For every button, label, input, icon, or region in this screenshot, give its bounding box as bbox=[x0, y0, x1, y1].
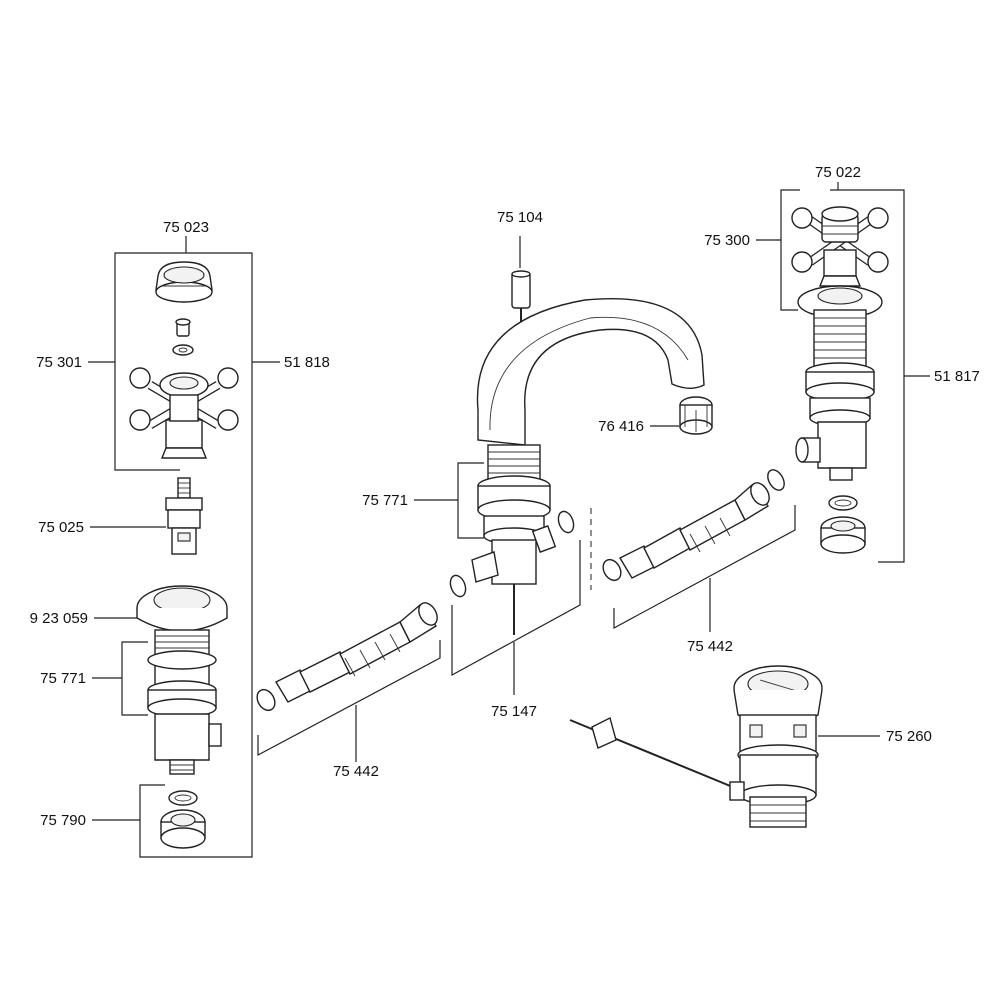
label-75147: 75 147 bbox=[491, 703, 537, 720]
bracket-75790 bbox=[139, 784, 175, 858]
label-51817: 51 817 bbox=[934, 368, 980, 385]
spout-tee-body bbox=[491, 539, 537, 585]
label-75771-center: 75 771 bbox=[362, 492, 408, 509]
label-51818: 51 818 bbox=[284, 354, 330, 371]
cross-handle-75300 bbox=[791, 206, 889, 287]
flange-923059 bbox=[94, 585, 228, 632]
label-76416: 76 416 bbox=[598, 418, 644, 435]
left-hose-75442 bbox=[256, 602, 441, 762]
cartridge-75025 bbox=[90, 477, 203, 555]
label-75023: 75 023 bbox=[163, 219, 209, 236]
label-75442-right: 75 442 bbox=[687, 638, 733, 655]
bracket-75442-left bbox=[257, 640, 441, 756]
bracket-75147 bbox=[451, 540, 581, 677]
label-75300: 75 300 bbox=[704, 232, 750, 249]
screw-and-washer bbox=[172, 318, 194, 356]
drain-75260 bbox=[569, 665, 880, 828]
label-75771-left: 75 771 bbox=[40, 670, 86, 687]
center-spout-assembly bbox=[414, 236, 713, 695]
right-threaded-body bbox=[813, 309, 867, 371]
bracket-75300 bbox=[780, 189, 800, 311]
spout-body bbox=[476, 297, 705, 446]
left-tap-assembly bbox=[88, 236, 280, 858]
label-75022: 75 022 bbox=[815, 164, 861, 181]
right-tap-assembly bbox=[756, 182, 930, 563]
nut-75790 bbox=[160, 790, 206, 849]
bracket-51818 bbox=[175, 252, 253, 858]
label-75442-left: 75 442 bbox=[333, 763, 379, 780]
cap-75023 bbox=[155, 261, 213, 303]
aerator-76416 bbox=[679, 396, 713, 435]
bracket-75771-left bbox=[121, 641, 148, 716]
label-75301: 75 301 bbox=[36, 354, 82, 371]
cross-handle-75301 bbox=[129, 367, 239, 459]
label-75790: 75 790 bbox=[40, 812, 86, 829]
right-washer bbox=[828, 495, 858, 511]
label-75260: 75 260 bbox=[886, 728, 932, 745]
label-75104: 75 104 bbox=[497, 209, 543, 226]
bracket-75442-right bbox=[613, 505, 796, 630]
drain-rod-clip bbox=[591, 716, 617, 749]
left-threaded-body bbox=[147, 629, 222, 775]
label-923059: 9 23 059 bbox=[30, 610, 88, 627]
right-hose-75442 bbox=[602, 469, 796, 632]
label-75025: 75 025 bbox=[38, 519, 84, 536]
